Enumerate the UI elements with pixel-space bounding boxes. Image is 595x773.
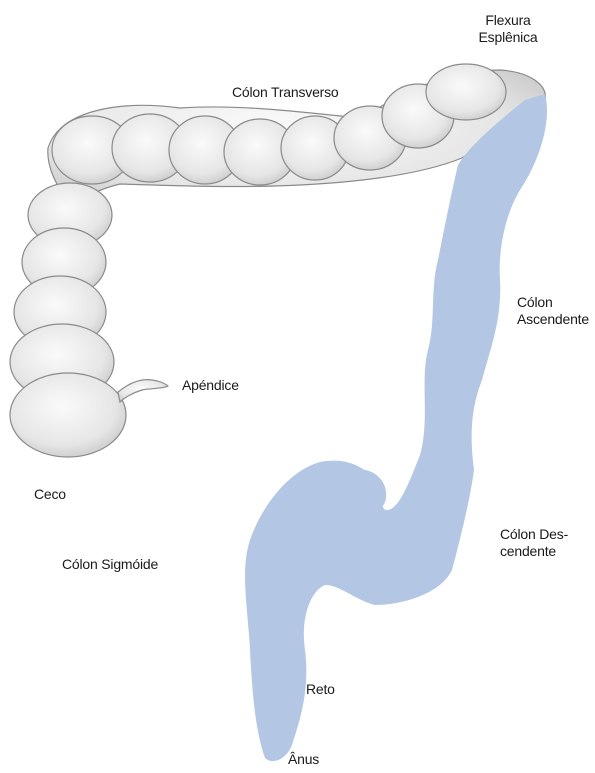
- label-reto: Reto: [306, 681, 335, 698]
- label-colon-sigmoide: Cólon Sigmóide: [62, 556, 158, 573]
- label-colon-transverso: Cólon Transverso: [232, 84, 339, 101]
- label-ceco: Ceco: [34, 486, 66, 503]
- label-colon-descendente: Cólon Des- cendente: [500, 526, 568, 560]
- label-colon-ascendente: Cólon Ascendente: [517, 294, 589, 328]
- label-anus: Ânus: [288, 751, 319, 768]
- highlighted-colon: [245, 94, 547, 761]
- label-apendice: Apéndice: [182, 377, 239, 394]
- label-flexura-esplenica: Flexura Esplênica: [468, 12, 548, 46]
